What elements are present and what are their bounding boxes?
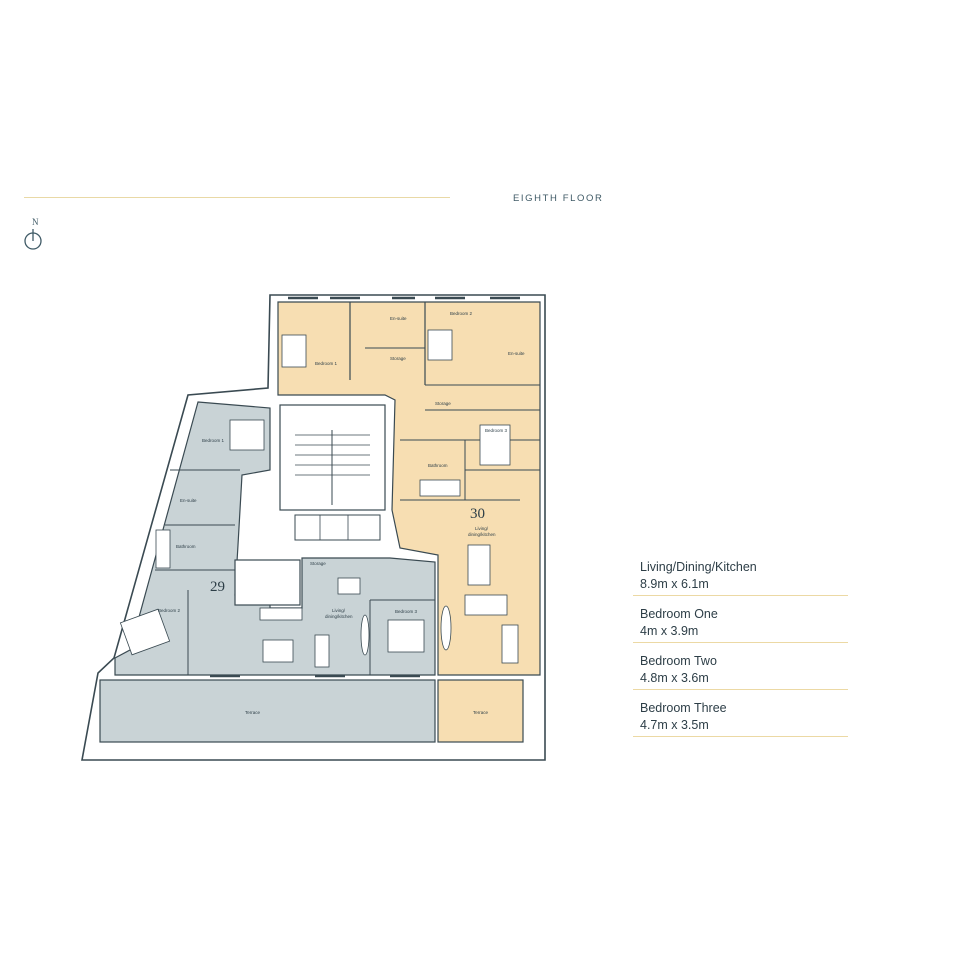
spec-room-name: Bedroom Three bbox=[640, 701, 727, 715]
room-dimensions-table: Living/Dining/Kitchen 8.9m x 6.1m Bedroo… bbox=[633, 556, 848, 737]
spec-row-bedroom-two: Bedroom Two 4.8m x 3.6m bbox=[633, 650, 848, 690]
spec-row-bedroom-three: Bedroom Three 4.7m x 3.5m bbox=[633, 697, 848, 737]
u29-bedroom-three-label: Bedroom 3 bbox=[395, 609, 418, 614]
unit-29-terrace bbox=[99, 679, 436, 743]
u30-terrace-label: Terrace bbox=[473, 710, 489, 715]
spec-row-bedroom-one: Bedroom One 4m x 3.9m bbox=[633, 603, 848, 643]
unit-30-terrace bbox=[437, 679, 524, 743]
window-marks bbox=[210, 296, 520, 678]
floor-plan-diagram: Bedroom 1 En-suite Storage Bedroom 2 En-… bbox=[81, 294, 546, 761]
floor-title: EIGHTH FLOOR bbox=[513, 193, 604, 204]
u29-storage-label: Storage bbox=[310, 561, 326, 566]
spec-room-name: Bedroom Two bbox=[640, 654, 717, 668]
u29-living2-label: dining/kitchen bbox=[325, 614, 353, 619]
unit-29-labels: Bedroom 1 En-suite Bathroom Bedroom 2 St… bbox=[158, 438, 418, 715]
spec-room-size: 8.9m x 6.1m bbox=[640, 577, 709, 591]
u30-storage-a-label: Storage bbox=[390, 356, 406, 361]
u30-ensuite-a-label: En-suite bbox=[390, 316, 407, 321]
u29-terrace-label: Terrace bbox=[245, 710, 261, 715]
u29-bedroom-one-label: Bedroom 1 bbox=[202, 438, 225, 443]
compass-label: N bbox=[32, 217, 39, 227]
u29-bathroom-label: Bathroom bbox=[176, 544, 196, 549]
spec-room-size: 4.7m x 3.5m bbox=[640, 718, 709, 732]
u30-bedroom-one-label: Bedroom 1 bbox=[315, 361, 338, 366]
u30-storage-b-label: Storage bbox=[435, 401, 451, 406]
u29-ensuite-label: En-suite bbox=[180, 498, 197, 503]
unit-29-number: 29 bbox=[210, 579, 225, 595]
unit-30-area bbox=[277, 301, 541, 743]
spec-room-name: Bedroom One bbox=[640, 607, 718, 621]
u29-living-label: Living/ bbox=[332, 608, 346, 613]
unit-30-number: 30 bbox=[470, 506, 485, 522]
u30-living-label: Living/ bbox=[475, 526, 489, 531]
spec-row-living: Living/Dining/Kitchen 8.9m x 6.1m bbox=[633, 556, 848, 596]
building-core bbox=[234, 404, 386, 606]
north-compass-icon: N bbox=[24, 217, 42, 250]
u30-bathroom-label: Bathroom bbox=[428, 463, 448, 468]
header-rule bbox=[24, 197, 450, 198]
unit-29-area bbox=[99, 401, 436, 743]
u30-bedroom-two-label: Bedroom 2 bbox=[450, 311, 473, 316]
unit-30-labels: Bedroom 1 En-suite Storage Bedroom 2 En-… bbox=[315, 311, 525, 715]
u30-living2-label: dining/kitchen bbox=[468, 532, 496, 537]
spec-room-name: Living/Dining/Kitchen bbox=[640, 560, 757, 574]
spec-room-size: 4.8m x 3.6m bbox=[640, 671, 709, 685]
u29-bedroom-two-label: Bedroom 2 bbox=[158, 608, 181, 613]
spec-room-size: 4m x 3.9m bbox=[640, 624, 699, 638]
u30-ensuite-b-label: En-suite bbox=[508, 351, 525, 356]
u30-bedroom-three-label: Bedroom 3 bbox=[485, 428, 508, 433]
